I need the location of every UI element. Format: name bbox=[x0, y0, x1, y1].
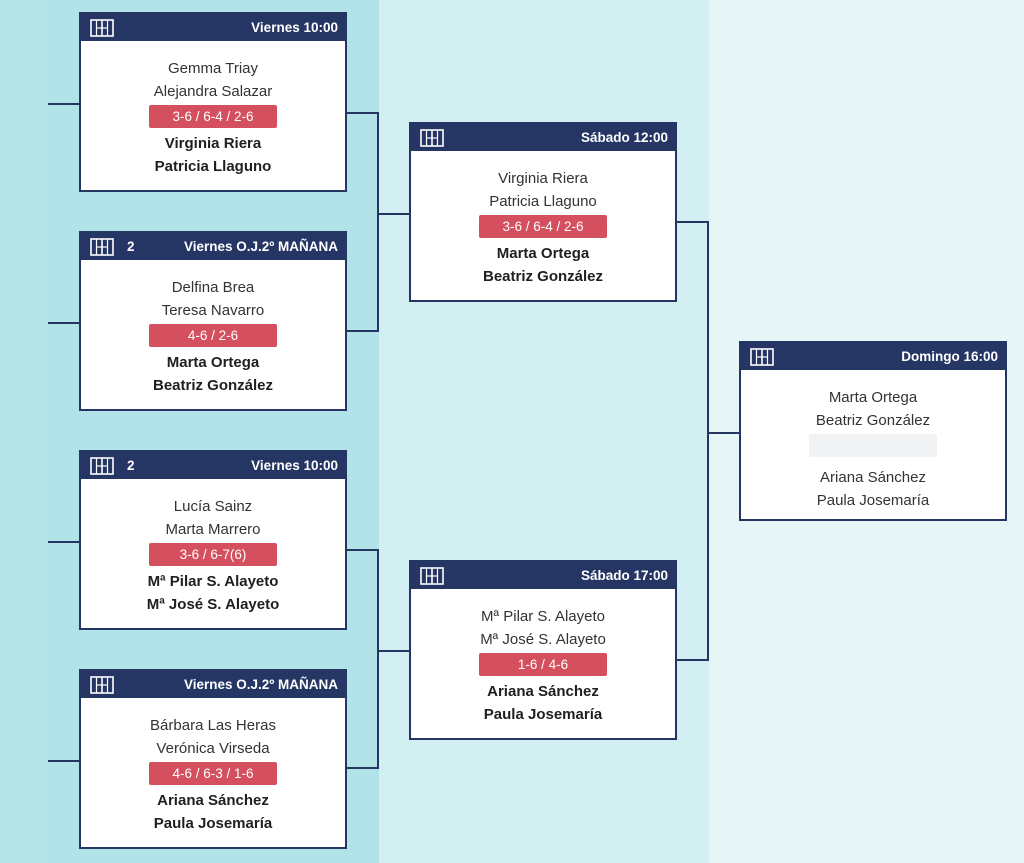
player-name: Delfina Brea bbox=[171, 279, 255, 296]
score-badge: 4-6 / 2-6 bbox=[149, 324, 277, 347]
court-icon bbox=[750, 347, 774, 366]
connector-line bbox=[347, 549, 379, 769]
player-name: Beatriz González bbox=[152, 377, 274, 394]
match-card[interactable]: 2 Viernes 10:00 Lucía Sainz Marta Marrer… bbox=[79, 450, 347, 630]
match-card[interactable]: 2 Viernes O.J.2º MAÑANA Delfina Brea Ter… bbox=[79, 231, 347, 411]
player-name: Marta Ortega bbox=[828, 389, 918, 406]
match-time: Sábado 17:00 bbox=[580, 568, 668, 583]
match-time: Viernes 10:00 bbox=[251, 20, 338, 35]
match-card[interactable]: Sábado 12:00 Virginia Riera Patricia Lla… bbox=[409, 122, 677, 302]
player-name: Lucía Sainz bbox=[173, 498, 253, 515]
player-name: Gemma Triay bbox=[167, 60, 258, 77]
match-card[interactable]: Viernes O.J.2º MAÑANA Bárbara Las Heras … bbox=[79, 669, 347, 849]
player-name: Marta Ortega bbox=[496, 245, 590, 262]
player-name: Beatriz González bbox=[815, 412, 931, 429]
match-card[interactable]: Sábado 17:00 Mª Pilar S. Alayeto Mª José… bbox=[409, 560, 677, 740]
match-header: Sábado 12:00 bbox=[411, 124, 675, 151]
connector-line bbox=[347, 112, 379, 332]
match-time: Viernes 10:00 bbox=[251, 458, 338, 473]
player-name: Paula Josemaría bbox=[816, 492, 930, 509]
player-name: Patricia Llaguno bbox=[154, 158, 272, 175]
match-card[interactable]: Domingo 16:00 Marta Ortega Beatriz Gonzá… bbox=[739, 341, 1007, 521]
score-badge: 3-6 / 6-4 / 2-6 bbox=[479, 215, 607, 238]
match-header: Domingo 16:00 bbox=[741, 343, 1005, 370]
player-name: Paula Josemaría bbox=[153, 815, 273, 832]
player-name: Marta Marrero bbox=[165, 521, 261, 538]
player-name: Alejandra Salazar bbox=[153, 83, 273, 100]
player-name: Marta Ortega bbox=[166, 354, 260, 371]
player-name: Mª José S. Alayeto bbox=[480, 631, 606, 648]
match-time: Viernes O.J.2º MAÑANA bbox=[184, 677, 338, 692]
score-badge-empty bbox=[809, 434, 937, 457]
match-time: Viernes O.J.2º MAÑANA bbox=[184, 239, 338, 254]
court-icon bbox=[90, 456, 114, 475]
match-header: 2 Viernes O.J.2º MAÑANA bbox=[81, 233, 345, 260]
player-name: Bárbara Las Heras bbox=[150, 717, 276, 734]
match-time: Sábado 12:00 bbox=[580, 130, 668, 145]
court-number: 2 bbox=[127, 239, 135, 254]
player-name: Patricia Llaguno bbox=[489, 193, 597, 210]
player-name: Mª Pilar S. Alayeto bbox=[147, 573, 279, 590]
connector-line bbox=[677, 221, 709, 661]
player-name: Paula Josemaría bbox=[483, 706, 603, 723]
score-badge: 3-6 / 6-7(6) bbox=[149, 543, 277, 566]
match-header: Viernes O.J.2º MAÑANA bbox=[81, 671, 345, 698]
match-time: Domingo 16:00 bbox=[901, 349, 998, 364]
bracket-column-previous bbox=[0, 0, 48, 863]
player-name: Beatriz González bbox=[482, 268, 604, 285]
player-name: Verónica Virseda bbox=[156, 740, 270, 757]
player-name: Mª Pilar S. Alayeto bbox=[481, 608, 605, 625]
court-icon bbox=[90, 18, 114, 37]
player-name: Ariana Sánchez bbox=[487, 683, 599, 700]
player-name: Ariana Sánchez bbox=[820, 469, 926, 486]
player-name: Virginia Riera bbox=[164, 135, 262, 152]
court-icon bbox=[90, 237, 114, 256]
match-header: Viernes 10:00 bbox=[81, 14, 345, 41]
player-name: Mª José S. Alayeto bbox=[146, 596, 280, 613]
court-icon bbox=[420, 566, 444, 585]
court-icon bbox=[90, 675, 114, 694]
player-name: Ariana Sánchez bbox=[157, 792, 269, 809]
court-number: 2 bbox=[127, 458, 135, 473]
player-name: Virginia Riera bbox=[498, 170, 588, 187]
court-icon bbox=[420, 128, 444, 147]
score-badge: 1-6 / 4-6 bbox=[479, 653, 607, 676]
match-header: Sábado 17:00 bbox=[411, 562, 675, 589]
match-header: 2 Viernes 10:00 bbox=[81, 452, 345, 479]
score-badge: 3-6 / 6-4 / 2-6 bbox=[149, 105, 277, 128]
player-name: Teresa Navarro bbox=[161, 302, 265, 319]
match-card[interactable]: Viernes 10:00 Gemma Triay Alejandra Sala… bbox=[79, 12, 347, 192]
score-badge: 4-6 / 6-3 / 1-6 bbox=[149, 762, 277, 785]
